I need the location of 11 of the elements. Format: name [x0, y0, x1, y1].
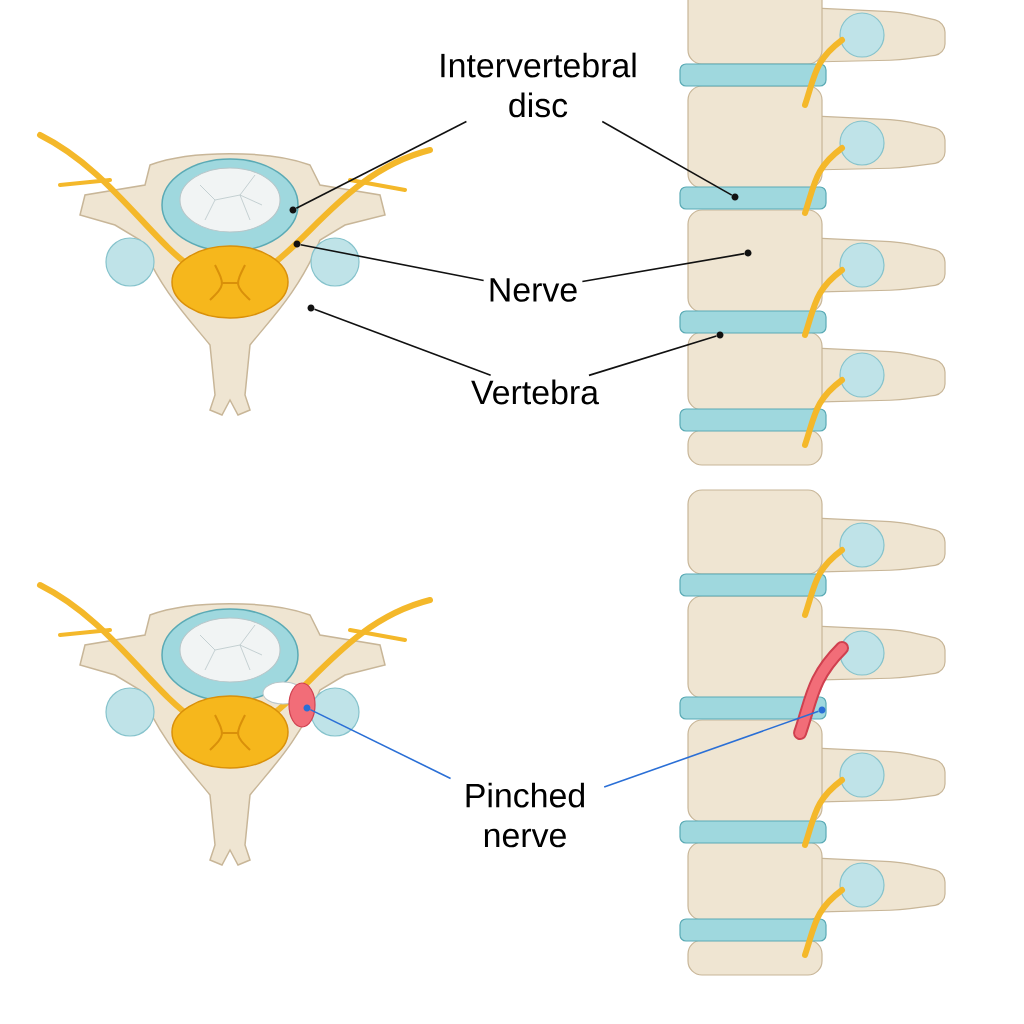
leader-line	[313, 308, 492, 377]
callout-label: Vertebra	[471, 379, 600, 405]
leader-line	[299, 243, 485, 282]
leader-line	[309, 708, 452, 780]
callout-label: Nerve	[490, 278, 577, 302]
leader-line	[581, 252, 746, 283]
leader-line	[601, 120, 733, 196]
leader-line	[603, 710, 820, 788]
callout-label: Intervertebral disc	[441, 52, 636, 118]
callout-label: Pinched nerve	[466, 782, 584, 848]
leader-line	[588, 335, 718, 377]
